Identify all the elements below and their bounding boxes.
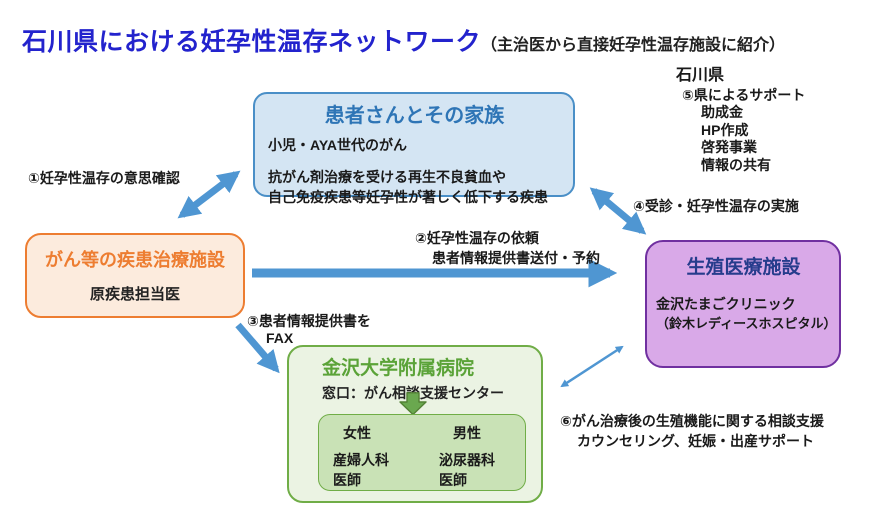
arrow-step1-bidirectional-icon	[177, 170, 241, 219]
reproductive-facility-box: 生殖医療施設 金沢たまごクリニック （鈴木レディースホスピタル）	[645, 240, 841, 368]
university-box-title: 金沢大学附属病院	[322, 358, 475, 379]
page-title-sub: （主治医から直接妊孕性温存施設に紹介）	[481, 37, 786, 54]
page-title: 石川県における妊孕性温存ネットワーク（主治医から直接妊孕性温存施設に紹介）	[22, 22, 785, 58]
down-arrow-icon	[399, 392, 427, 416]
step2-label-line2: 患者情報提供書送付・予約	[432, 250, 600, 266]
step6-label-line1: ⑥がん治療後の生殖機能に関する相談支援	[560, 413, 824, 429]
support-item: HP作成	[701, 121, 749, 138]
treatment-facility-box: がん等の疾患治療施設 原疾患担当医	[25, 233, 245, 318]
support-item: 情報の共有	[701, 156, 771, 173]
step2-label-line1: ②妊孕性温存の依頼	[415, 230, 539, 246]
step1-label: ①妊孕性温存の意思確認	[28, 170, 180, 186]
patient-box-line3: 自己免疫疾患等妊孕性が著しく低下する疾患	[268, 189, 548, 205]
treatment-box-subtitle: 原疾患担当医	[89, 286, 180, 303]
page-title-main: 石川県における妊孕性温存ネットワーク	[22, 28, 482, 56]
male-header: 男性	[453, 425, 481, 441]
reproductive-box-line1: 金沢たまごクリニック	[656, 296, 796, 312]
step6-label-line2: カウンセリング、妊娠・出産サポート	[577, 433, 815, 449]
gender-specialty-box: 女性 産婦人科 医師 男性 泌尿器科 医師	[318, 414, 526, 491]
support-item: 助成金	[701, 104, 743, 120]
patient-family-box: 患者さんとその家族 小児・AYA世代のがん 抗がん剤治療を受ける再生不良貧血や …	[253, 92, 575, 205]
support-item: 啓発事業	[701, 139, 757, 155]
male-specialty: 泌尿器科	[439, 452, 495, 468]
reproductive-box-title: 生殖医療施設	[686, 257, 801, 278]
reproductive-box-line2: （鈴木レディースホスピタル）	[656, 316, 837, 331]
female-specialty: 産婦人科	[333, 452, 389, 468]
male-doctor: 医師	[439, 472, 467, 488]
patient-box-line1: 小児・AYA世代のがん	[268, 137, 407, 153]
female-column: 女性 産婦人科 医師	[333, 423, 389, 490]
patient-box-line2: 抗がん剤治療を受ける再生不良貧血や	[268, 169, 506, 185]
female-doctor: 医師	[333, 472, 361, 488]
step4-label: ④受診・妊孕性温存の実施	[633, 198, 799, 214]
support-region-title: 石川県	[676, 67, 725, 84]
male-column: 男性 泌尿器科 医師	[439, 423, 495, 490]
step3-label-line2: FAX	[266, 330, 294, 346]
support-heading: ⑤県によるサポート	[682, 87, 806, 103]
step3-label-line1: ③患者情報提供書を	[247, 313, 371, 329]
treatment-box-title: がん等の疾患治療施設	[45, 250, 225, 270]
support-item-list: 助成金 HP作成 啓発事業 情報の共有	[701, 104, 771, 174]
patient-box-title: 患者さんとその家族	[324, 105, 505, 127]
female-header: 女性	[343, 425, 371, 441]
arrow-step6-bidirectional-icon	[560, 345, 624, 388]
university-box-subtitle: 窓口：がん相談支援センター	[322, 383, 541, 403]
